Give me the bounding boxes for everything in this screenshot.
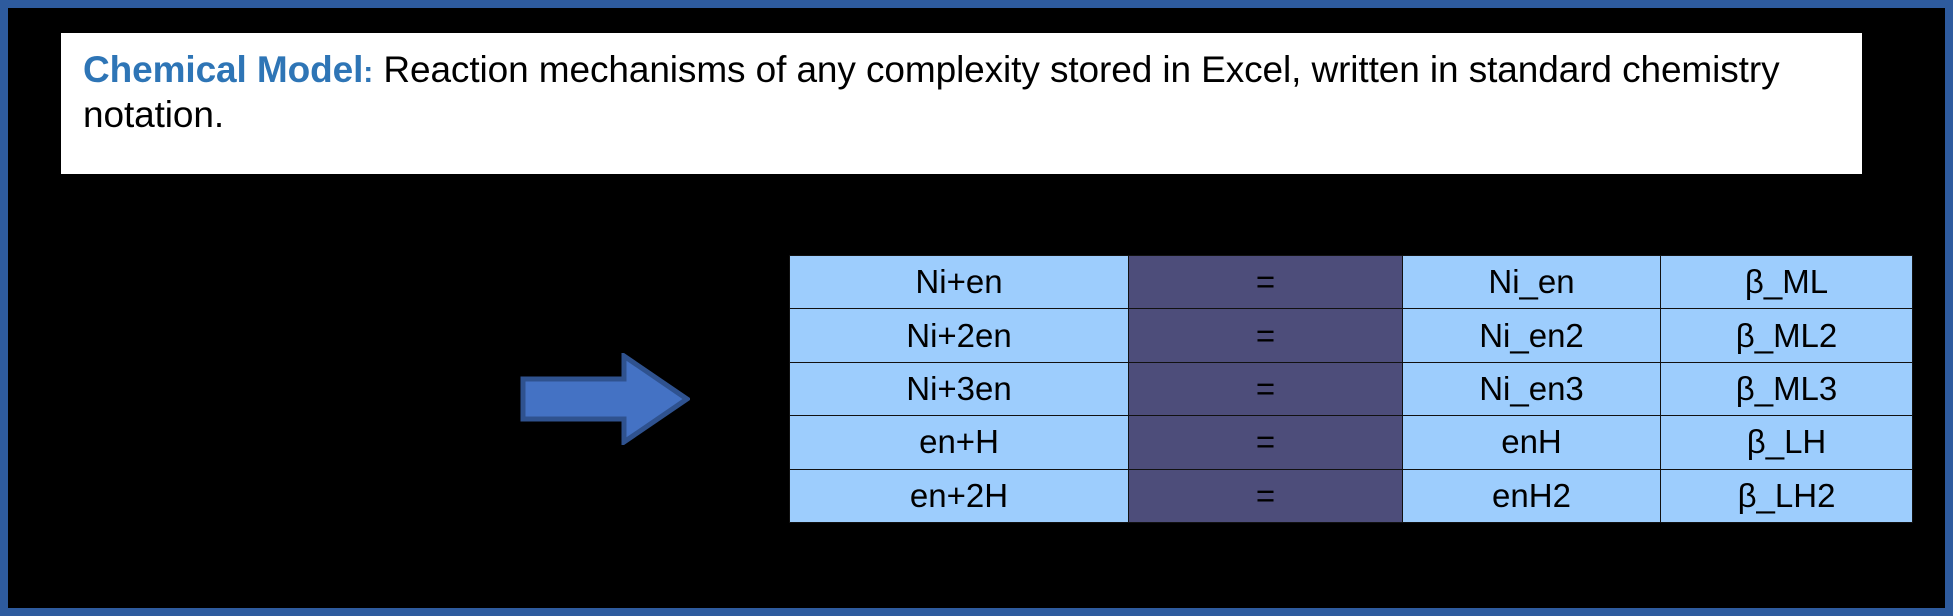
table-row[interactable]: Ni+en = Ni_en β_ML (789, 254, 1913, 310)
cell-equals[interactable]: = (1128, 308, 1403, 363)
reaction-table: Ni+en = Ni_en β_ML Ni+2en = Ni_en2 β_ML2… (789, 254, 1913, 523)
cell-constant[interactable]: β_LH (1660, 415, 1913, 470)
reaction-table-body: Ni+en = Ni_en β_ML Ni+2en = Ni_en2 β_ML2… (789, 254, 1913, 523)
cell-equals[interactable]: = (1128, 361, 1403, 417)
cell-constant[interactable]: β_ML2 (1660, 308, 1913, 363)
table-row[interactable]: Ni+2en = Ni_en2 β_ML2 (789, 308, 1913, 363)
cell-product[interactable]: enH (1402, 415, 1661, 470)
table-row[interactable]: en+2H = enH2 β_LH2 (789, 468, 1913, 523)
cell-reactants[interactable]: Ni+en (789, 254, 1129, 310)
caption-text: Chemical Model: Reaction mechanisms of a… (83, 47, 1840, 137)
cell-product[interactable]: Ni_en3 (1402, 361, 1661, 417)
cell-product[interactable]: Ni_en2 (1402, 308, 1661, 363)
caption-body: Reaction mechanisms of any complexity st… (83, 49, 1780, 136)
cell-constant[interactable]: β_ML (1660, 254, 1913, 310)
cell-reactants[interactable]: Ni+3en (789, 361, 1129, 417)
cell-product[interactable]: Ni_en (1402, 254, 1661, 310)
caption-label: Chemical Model (83, 49, 364, 90)
cell-reactants[interactable]: en+H (789, 415, 1129, 470)
caption-banner: Chemical Model: Reaction mechanisms of a… (61, 33, 1862, 174)
cell-equals[interactable]: = (1128, 415, 1403, 470)
table-row[interactable]: Ni+3en = Ni_en3 β_ML3 (789, 361, 1913, 417)
cell-reactants[interactable]: en+2H (789, 468, 1129, 523)
right-arrow-icon (520, 353, 690, 445)
cell-constant[interactable]: β_LH2 (1660, 468, 1913, 523)
cell-product[interactable]: enH2 (1402, 468, 1661, 523)
cell-constant[interactable]: β_ML3 (1660, 361, 1913, 417)
cell-equals[interactable]: = (1128, 254, 1403, 310)
cell-equals[interactable]: = (1128, 468, 1403, 523)
caption-separator: : (363, 56, 374, 89)
cell-reactants[interactable]: Ni+2en (789, 308, 1129, 363)
table-row[interactable]: en+H = enH β_LH (789, 415, 1913, 470)
